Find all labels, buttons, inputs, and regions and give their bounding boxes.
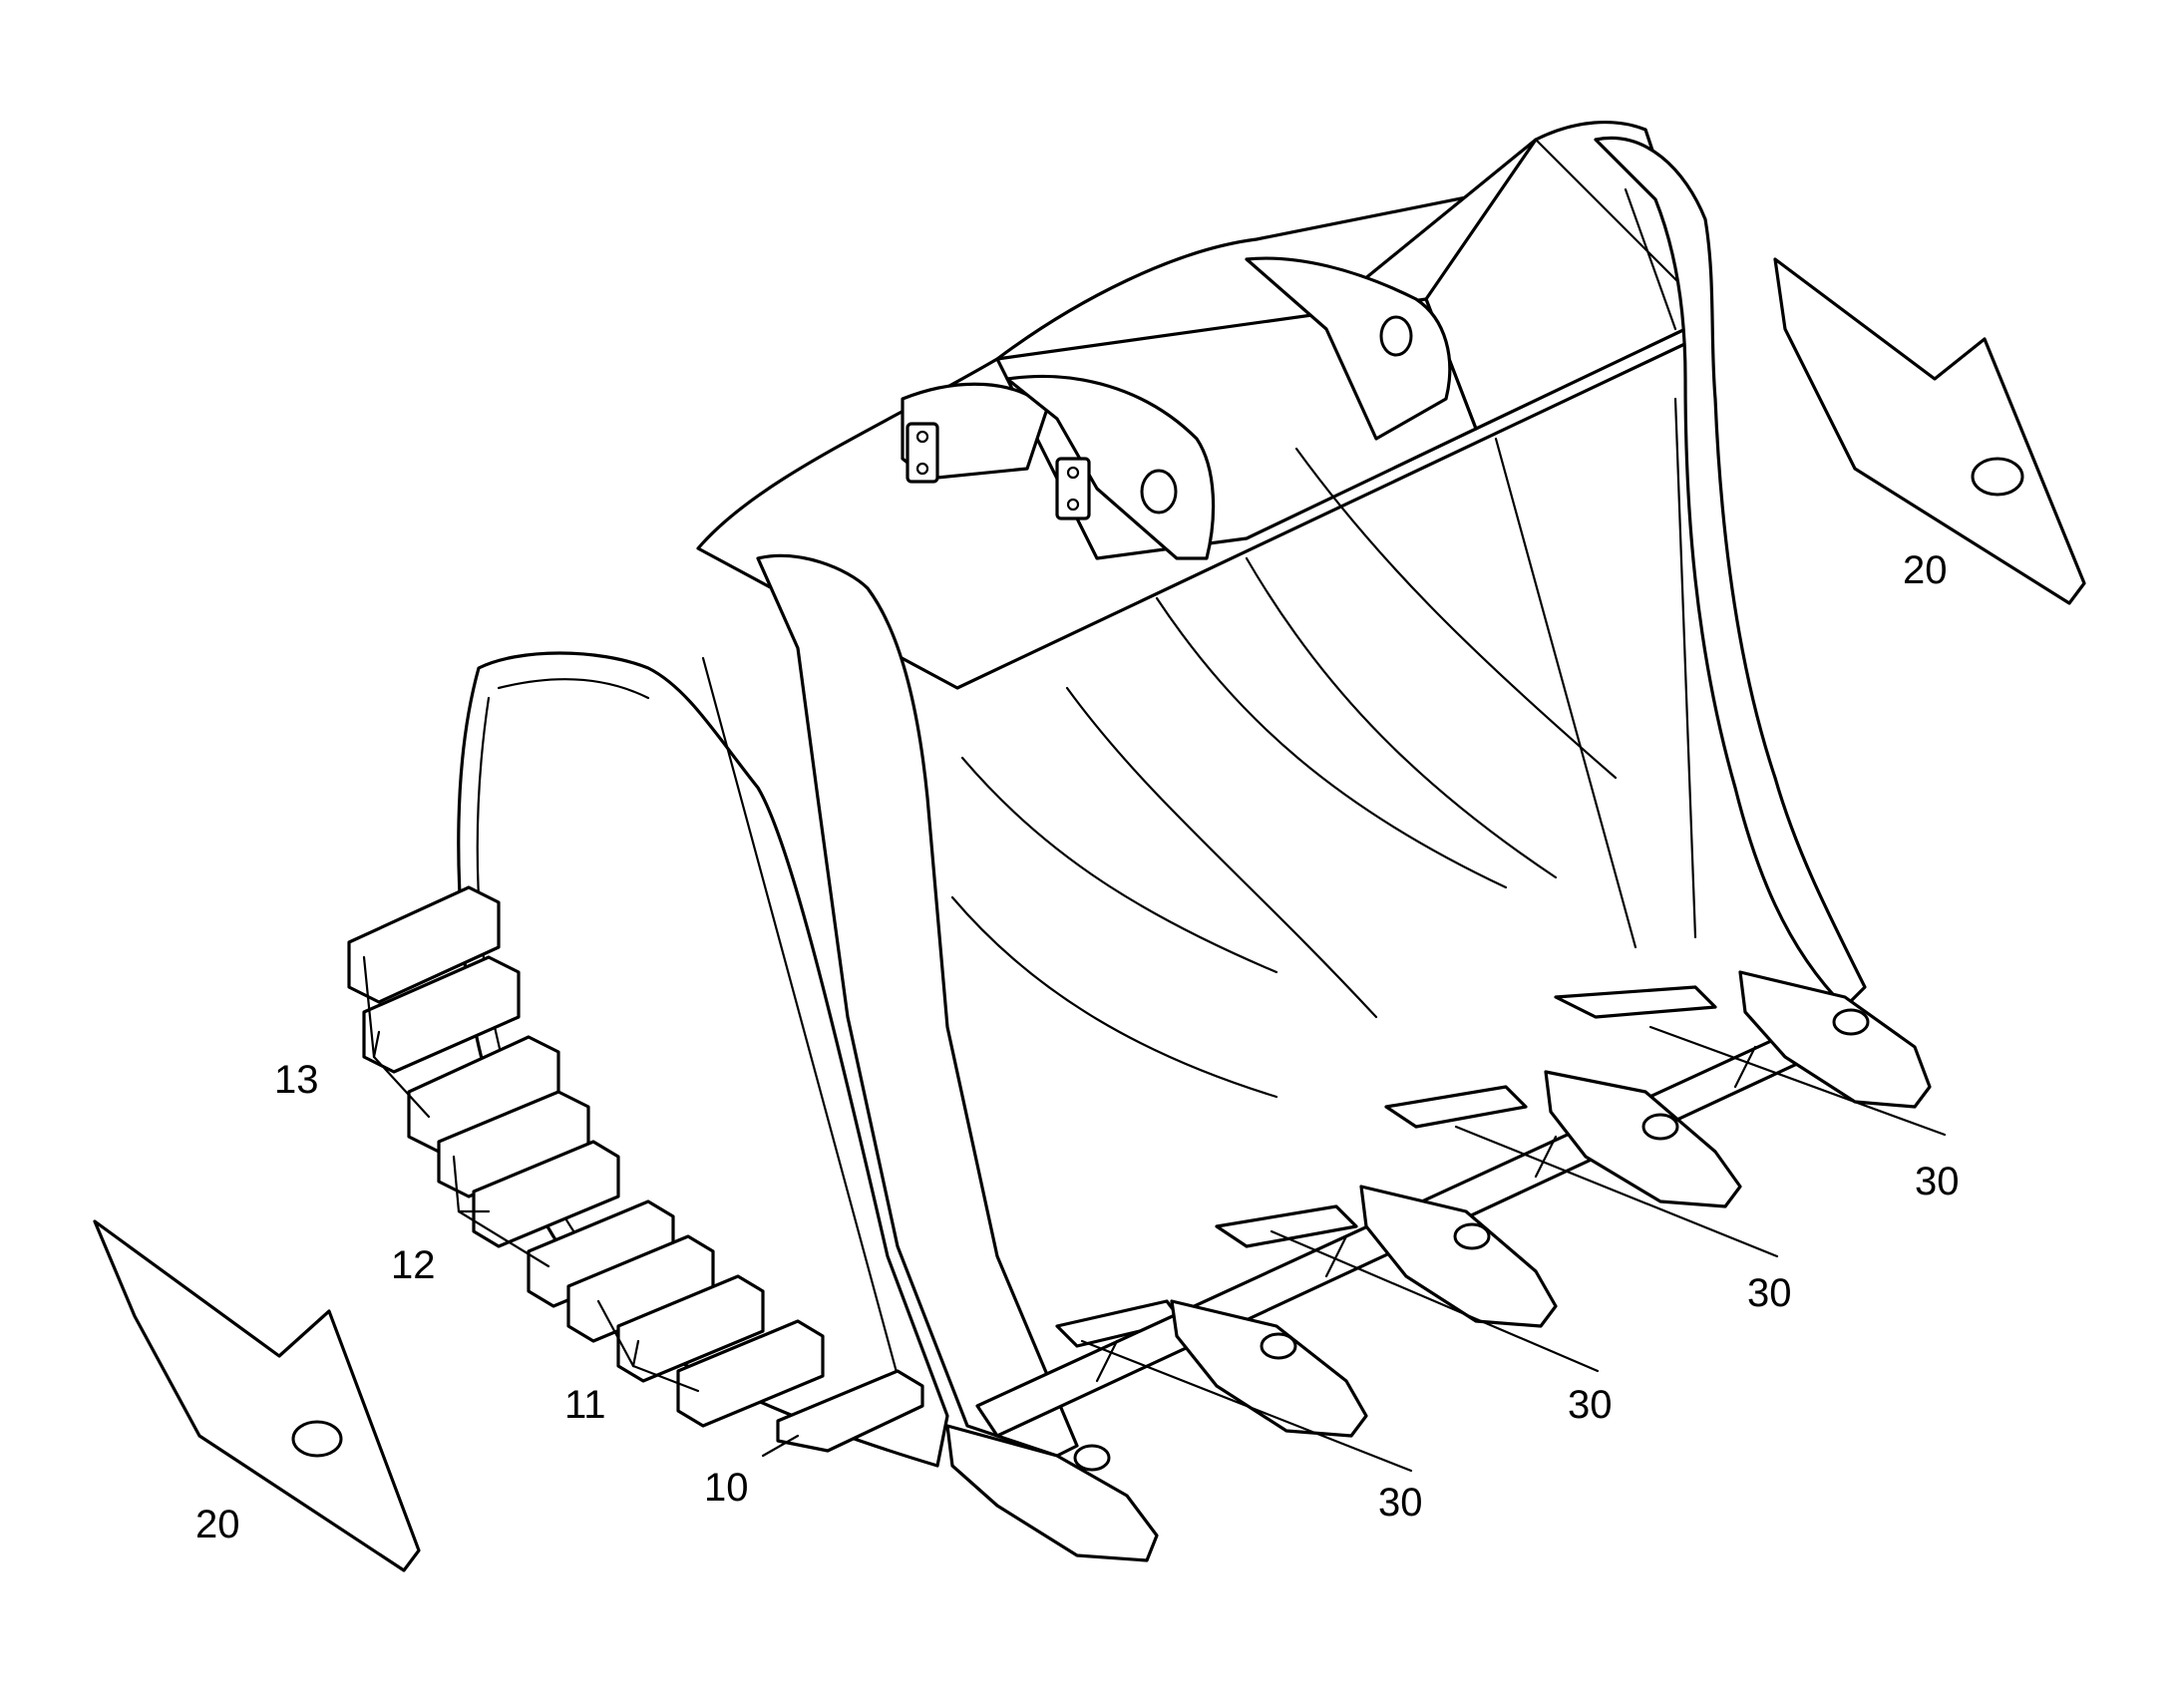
leader-lines <box>362 955 1947 1473</box>
lug-hole-rear <box>1379 315 1413 357</box>
label-30-d: 30 <box>1378 1481 1423 1525</box>
lock-plate-right <box>1055 457 1091 520</box>
pin-lug-brackets <box>901 256 1452 560</box>
lug-hole-front <box>1140 469 1178 514</box>
label-12: 12 <box>391 1243 436 1287</box>
part-labels: 30 30 30 30 20 20 13 12 11 10 <box>195 548 1960 1546</box>
label-30-a: 30 <box>1915 1160 1960 1203</box>
side-plate-right <box>1773 257 2086 605</box>
tooth-5 <box>1738 970 1932 1109</box>
lock-plate-left <box>906 422 939 484</box>
side-plate-right-hole <box>1971 457 2024 497</box>
right-side-edge-plate <box>1594 136 1867 1009</box>
side-plate-left <box>93 1219 421 1572</box>
label-30-b: 30 <box>1747 1271 1792 1315</box>
bucket-teeth <box>945 970 1932 1562</box>
floor-wear-strips <box>1055 985 1717 1348</box>
label-20-right: 20 <box>1903 548 1948 592</box>
wear-strip-10 <box>776 1369 924 1453</box>
tooth-2 <box>1170 1299 1368 1438</box>
side-plate-left-hole <box>291 1420 343 1458</box>
label-30-c: 30 <box>1568 1383 1613 1427</box>
side-wear-strips <box>347 885 924 1453</box>
lug-plate-rear <box>1245 256 1452 441</box>
left-side-edge-plate <box>756 553 1079 1458</box>
label-20-left: 20 <box>195 1503 240 1546</box>
tooth-4 <box>1544 1070 1742 1208</box>
label-13: 13 <box>274 1058 319 1102</box>
bucket-floor <box>950 397 1697 1099</box>
label-10: 10 <box>704 1466 749 1510</box>
wear-strips-12 <box>437 1090 675 1308</box>
wear-strips-11 <box>566 1234 825 1428</box>
tooth-1 <box>945 1424 1159 1562</box>
tooth-3 <box>1359 1185 1558 1328</box>
label-11: 11 <box>564 1383 606 1427</box>
